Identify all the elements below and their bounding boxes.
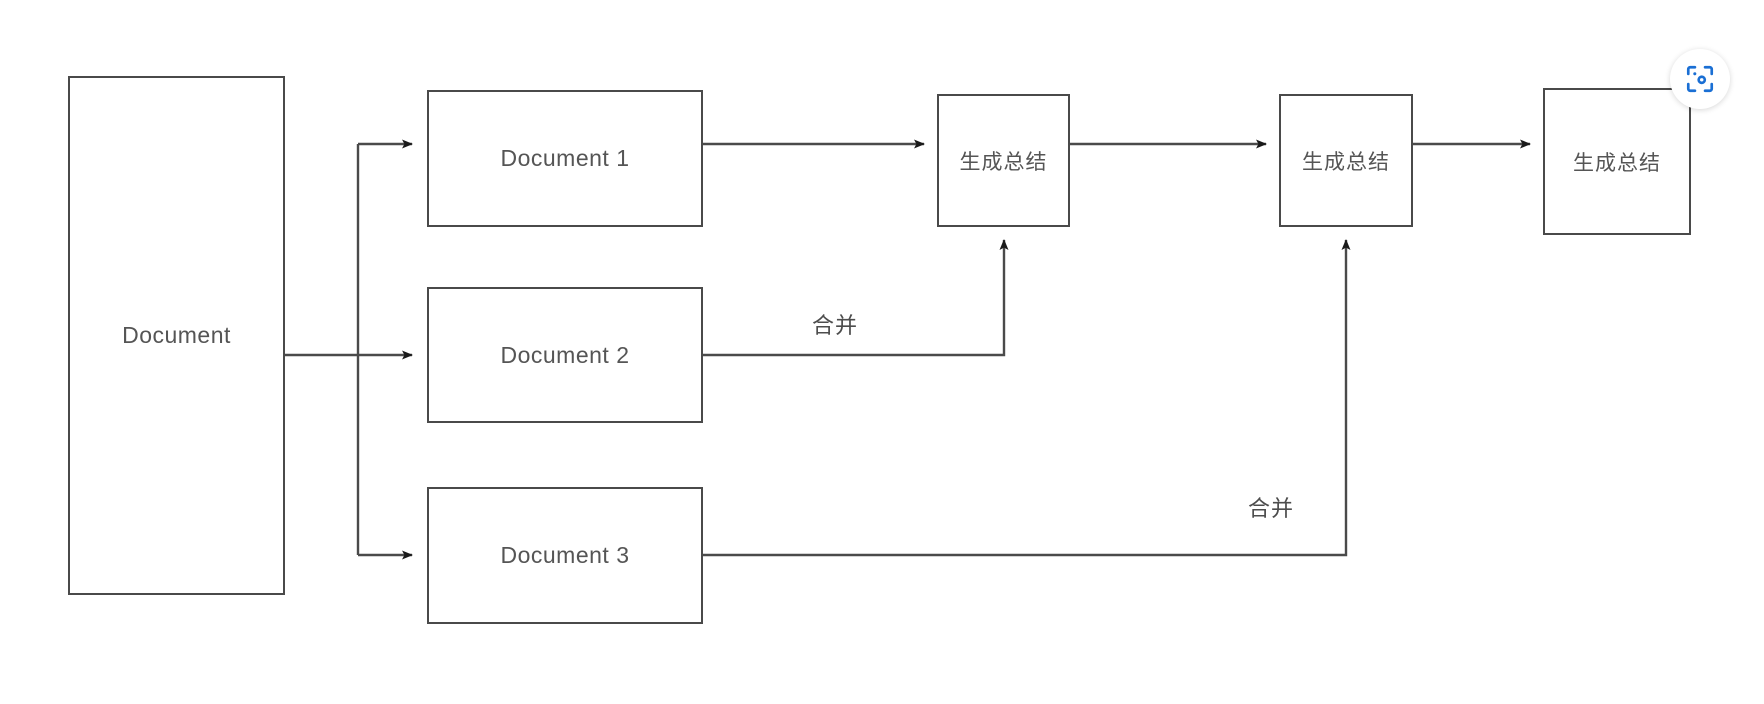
- node-label: 生成总结: [1573, 151, 1661, 175]
- page-bottom-band: [0, 696, 1764, 704]
- edge-label-text: 合并: [812, 313, 859, 338]
- edge-label-text: 合并: [1248, 496, 1295, 521]
- node-label: Document 2: [500, 341, 630, 368]
- node-label: Document 3: [500, 542, 630, 568]
- node-source-document[interactable]: Document: [68, 76, 285, 595]
- page-top-band: [0, 0, 1764, 8]
- node-summary-3[interactable]: 生成总结: [1543, 88, 1691, 235]
- node-document-2[interactable]: Document 2: [427, 287, 703, 423]
- node-summary-1[interactable]: 生成总结: [937, 94, 1070, 227]
- edge-label-merge-upper: 合并: [812, 308, 858, 340]
- scan-viewfinder-icon: [1686, 65, 1714, 93]
- node-label: Document: [122, 322, 231, 348]
- diagram-canvas: Document Document 1 Document 2 Document …: [0, 8, 1764, 624]
- node-summary-2[interactable]: 生成总结: [1279, 94, 1413, 227]
- node-label: 生成总结: [1302, 150, 1390, 174]
- node-label: 生成总结: [959, 150, 1048, 174]
- edge-label-merge-lower: 合并: [1248, 491, 1294, 523]
- node-document-3[interactable]: Document 3: [427, 487, 703, 624]
- node-label: Document 1: [500, 145, 630, 171]
- node-document-1[interactable]: Document 1: [427, 90, 703, 227]
- scan-viewfinder-button[interactable]: [1670, 49, 1730, 109]
